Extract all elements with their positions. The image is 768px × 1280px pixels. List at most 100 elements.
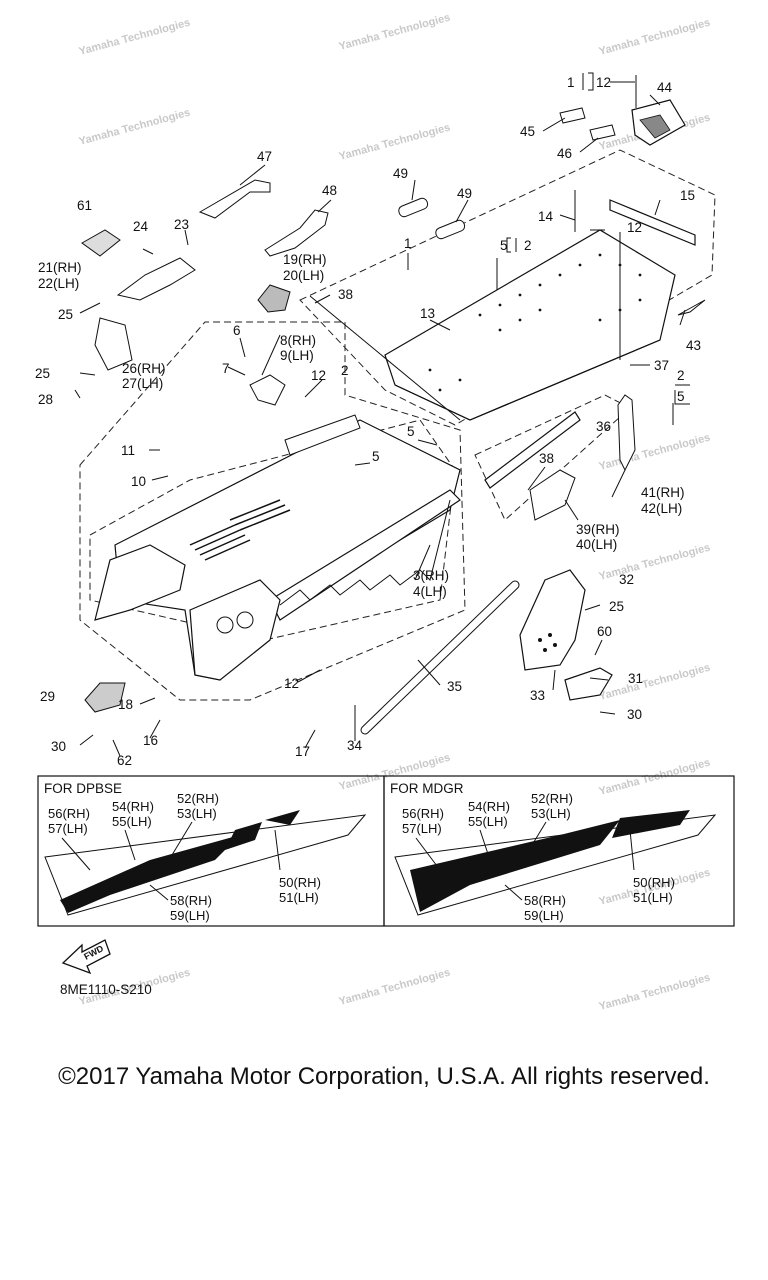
part-label: 22(LH): [38, 276, 79, 291]
part-label: 2: [524, 238, 532, 253]
part-label: 20(LH): [283, 268, 324, 283]
watermark: Yamaha Technologies: [78, 107, 192, 148]
part-label: 26(RH): [122, 361, 166, 376]
handle-31: [564, 667, 613, 701]
part-label: 1: [404, 236, 412, 251]
part-label: 17: [295, 744, 310, 759]
part-label: 25: [58, 307, 73, 322]
decal-label: 58(RH): [524, 893, 566, 908]
copyright-notice: ©2017 Yamaha Motor Corporation, U.S.A. A…: [58, 1063, 710, 1090]
box-title: FOR DPBSE: [44, 781, 122, 796]
decal-label: 59(LH): [524, 908, 564, 923]
watermark: Yamaha Technologies: [598, 757, 712, 798]
bracket-26: [94, 317, 133, 371]
part-label: 33: [530, 688, 545, 703]
part-label: 13: [420, 306, 435, 321]
leader-lines: [74, 75, 686, 757]
decal-label: 56(RH): [48, 806, 90, 821]
part-label: 48: [322, 183, 337, 198]
part-label: 12: [596, 75, 611, 90]
decal-label: 53(LH): [531, 806, 571, 821]
part-label: 21(RH): [38, 260, 82, 275]
decal-label: 52(RH): [531, 791, 573, 806]
part-label: 38: [338, 287, 353, 302]
part-label: 42(LH): [641, 501, 682, 516]
part-label: 45: [520, 124, 535, 139]
part-label: 14: [538, 209, 554, 224]
part-label: 49: [393, 166, 408, 181]
bracket-marks: [506, 72, 690, 405]
bracket-21: [116, 257, 196, 301]
decal-label: 59(LH): [170, 908, 210, 923]
bar-35: [360, 580, 520, 735]
part-label: 2: [341, 363, 349, 378]
decal-label: 55(LH): [468, 814, 508, 829]
watermark: Yamaha Technologies: [78, 17, 192, 58]
part-label: 6: [233, 323, 241, 338]
decal-label: 57(LH): [402, 821, 442, 836]
frame-assembly: [94, 414, 461, 681]
part-label: 30: [51, 739, 66, 754]
tube-19: [257, 284, 291, 313]
box-title: FOR MDGR: [390, 781, 464, 796]
cap-29: [84, 682, 126, 713]
part-label: 47: [257, 149, 272, 164]
part-label: 32: [619, 572, 634, 587]
part-label: 4(LH): [413, 584, 447, 599]
part-label: 40(LH): [576, 537, 617, 552]
part-label: 3(RH): [413, 568, 449, 583]
decal-label: 54(RH): [468, 799, 510, 814]
decal-label: 53(LH): [177, 806, 217, 821]
decal-label: 50(RH): [279, 875, 321, 890]
watermark: Yamaha Technologies: [598, 17, 712, 58]
part-label: 28: [38, 392, 53, 407]
part-label: 12: [284, 676, 299, 691]
part-label: 16: [143, 733, 158, 748]
part-label: 34: [347, 738, 363, 753]
part-label: 39(RH): [576, 522, 620, 537]
bracket-39: [529, 469, 576, 521]
part-label: 12: [311, 368, 326, 383]
fwd-arrow-icon: FWD: [61, 939, 111, 975]
part-labels: 1 12 44 45 46 47 48 49 49 61 24 23 19(RH…: [35, 75, 701, 768]
rail-36: [484, 411, 581, 489]
part-label: 11: [121, 443, 135, 458]
diagram-code: 8ME1110-S210: [60, 982, 152, 997]
part-label: 5: [372, 449, 380, 464]
part-label: 19(RH): [283, 252, 327, 267]
decal-label: 57(LH): [48, 821, 88, 836]
part-label: 18: [118, 697, 133, 712]
part-label: 1: [567, 75, 575, 90]
part-label: 31: [628, 671, 643, 686]
decal-label: 58(RH): [170, 893, 212, 908]
decal-label: 54(RH): [112, 799, 154, 814]
part-label: 25: [609, 599, 624, 614]
part-label: 38: [539, 451, 554, 466]
part-label: 41(RH): [641, 485, 685, 500]
part-label: 5: [500, 238, 508, 253]
decal-box-mdgr: FOR MDGR 56(RH) 57(LH) 54(RH) 55(LH) 52(…: [383, 775, 735, 927]
part-label: 7: [222, 361, 230, 376]
decal-label: 50(RH): [633, 875, 675, 890]
watermark: Yamaha Technologies: [338, 12, 452, 53]
watermark: Yamaha Technologies: [598, 972, 712, 1013]
decal-label: 51(LH): [279, 890, 319, 905]
watermark: Yamaha Technologies: [338, 967, 452, 1008]
part-label: 49: [457, 186, 472, 201]
decal-label: 51(LH): [633, 890, 673, 905]
part-label: 43: [686, 338, 701, 353]
part-label: 60: [597, 624, 612, 639]
part-label: 37: [654, 358, 669, 373]
watermark: Yamaha Technologies: [598, 432, 712, 473]
part-label: 29: [40, 689, 55, 704]
part-label: 8(RH): [280, 333, 316, 348]
part-label: 12: [627, 220, 642, 235]
part-label: 36: [596, 419, 611, 434]
watermark: Yamaha Technologies: [598, 662, 712, 703]
part-label: 10: [131, 474, 146, 489]
part-label: 15: [680, 188, 695, 203]
mount-8: [249, 374, 286, 406]
part-label: 35: [447, 679, 462, 694]
footplate-32: [519, 569, 586, 671]
